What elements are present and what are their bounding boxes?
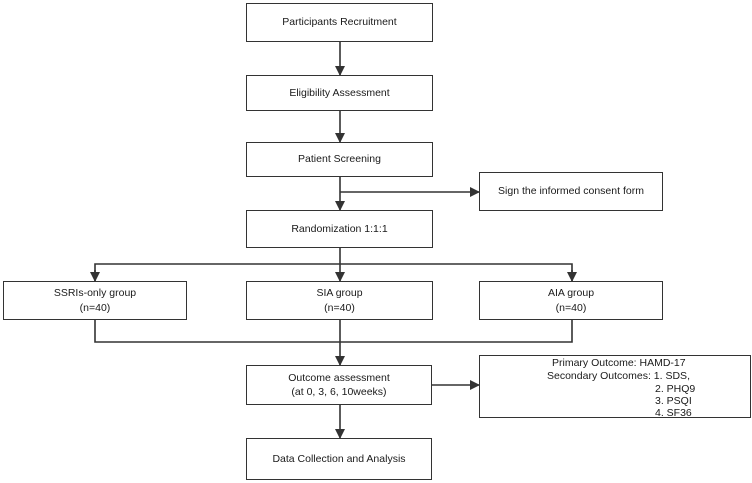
group-name: SIA group <box>316 287 363 300</box>
secondary-item-psqi: 3. PSQI <box>655 395 692 407</box>
eligibility-label: Eligibility Assessment <box>289 86 390 99</box>
branch-connector <box>94 263 573 281</box>
ssri-group-box: SSRIs-only group (n=40) <box>3 281 187 320</box>
merge-connector <box>94 320 573 343</box>
consent-label: Sign the informed consent form <box>498 185 644 198</box>
secondary-item-phq9: 2. PHQ9 <box>655 383 696 395</box>
group-name: AIA group <box>547 287 595 300</box>
outcome-assessment-box: Outcome assessment (at 0, 3, 6, 10weeks) <box>246 365 432 405</box>
consent-form-box: Sign the informed consent form <box>479 172 663 211</box>
outcome-timepoints: (at 0, 3, 6, 10weeks) <box>291 386 387 398</box>
aia-group-box: AIA group (n=40) <box>479 281 663 320</box>
randomization-box: Randomization 1:1:1 <box>246 210 433 248</box>
participants-recruitment-box: Participants Recruitment <box>246 3 433 42</box>
outcome-measures-box: Primary Outcome: HAMD-17 Secondary Outco… <box>479 355 751 419</box>
group-name: SSRIs-only group <box>53 287 137 300</box>
screening-label: Patient Screening <box>298 153 381 166</box>
randomization-label: Randomization 1:1:1 <box>291 222 388 235</box>
group-size: (n=40) <box>324 301 355 314</box>
data-collection-box: Data Collection and Analysis <box>246 438 432 480</box>
group-size: (n=40) <box>555 301 587 314</box>
data-collection-label: Data Collection and Analysis <box>272 452 406 465</box>
sia-group-box: SIA group (n=40) <box>246 281 433 320</box>
secondary-outcomes: Secondary Outcomes: 1. SDS, <box>547 370 690 382</box>
secondary-item-sf36: 4. SF36 <box>655 407 692 419</box>
eligibility-assessment-box: Eligibility Assessment <box>246 75 433 111</box>
patient-screening-box: Patient Screening <box>246 142 433 177</box>
outcome-assessment-label: Outcome assessment <box>288 371 390 384</box>
primary-outcome: Primary Outcome: HAMD-17 <box>552 357 686 369</box>
group-size: (n=40) <box>79 301 111 314</box>
recruitment-label: Participants Recruitment <box>282 16 397 29</box>
